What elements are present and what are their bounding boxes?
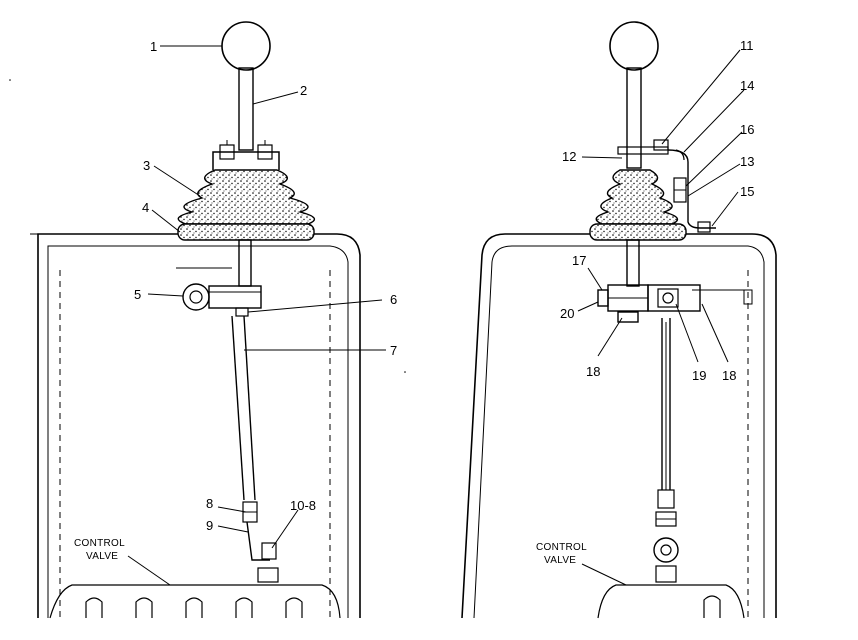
left-lever-shaft xyxy=(238,67,254,151)
left-view: 1 2 3 4 5 6 7 8 9 10-8 CONTROL VALVE xyxy=(30,21,397,619)
right-linkage-rod xyxy=(653,318,679,583)
label-9: 9 xyxy=(206,518,213,533)
label-11: 11 xyxy=(740,38,754,53)
right-block-assembly xyxy=(597,284,710,323)
label-6: 6 xyxy=(390,292,397,307)
speck xyxy=(404,371,406,373)
left-valve-body xyxy=(49,584,341,619)
left-leader-lines xyxy=(127,45,386,586)
right-lever-shaft xyxy=(626,67,642,169)
right-boot xyxy=(589,169,687,241)
right-knob xyxy=(609,21,659,71)
left-linkage-rod xyxy=(231,315,279,583)
right-bracket xyxy=(617,139,716,233)
label-3: 3 xyxy=(143,158,150,173)
left-upper-clamp xyxy=(212,140,280,170)
right-housing xyxy=(461,233,777,619)
label-19: 19 xyxy=(692,368,706,383)
label-17: 17 xyxy=(572,253,586,268)
label-8: 8 xyxy=(206,496,213,511)
right-leader-lines xyxy=(577,49,745,586)
label-20: 20 xyxy=(560,306,574,321)
label-18-right: 18 xyxy=(722,368,736,383)
left-lower-shaft xyxy=(238,239,252,287)
label-12: 12 xyxy=(562,149,576,164)
label-15: 15 xyxy=(740,184,754,199)
label-13: 13 xyxy=(740,154,754,169)
left-pivot-block xyxy=(182,283,262,317)
left-boot xyxy=(30,169,316,241)
label-7: 7 xyxy=(390,343,397,358)
left-housing xyxy=(37,233,361,618)
right-control-valve-line2: VALVE xyxy=(544,555,576,566)
label-18-left: 18 xyxy=(586,364,600,379)
left-knob xyxy=(221,21,271,71)
right-valve-body xyxy=(597,584,745,619)
label-16: 16 xyxy=(740,122,754,137)
right-view: 11 14 16 12 13 15 17 20 18 19 18 CONTROL… xyxy=(461,21,777,619)
label-2: 2 xyxy=(300,83,307,98)
speck xyxy=(9,79,11,81)
right-control-valve-line1: CONTROL xyxy=(536,542,587,553)
label-5: 5 xyxy=(134,287,141,302)
label-1: 1 xyxy=(150,39,157,54)
left-control-valve-line2: VALVE xyxy=(86,551,118,562)
label-14: 14 xyxy=(740,78,754,93)
label-10-8: 10-8 xyxy=(290,498,316,513)
left-control-valve-line1: CONTROL xyxy=(74,538,125,549)
label-4: 4 xyxy=(142,200,149,215)
right-lower-shaft xyxy=(626,239,640,287)
